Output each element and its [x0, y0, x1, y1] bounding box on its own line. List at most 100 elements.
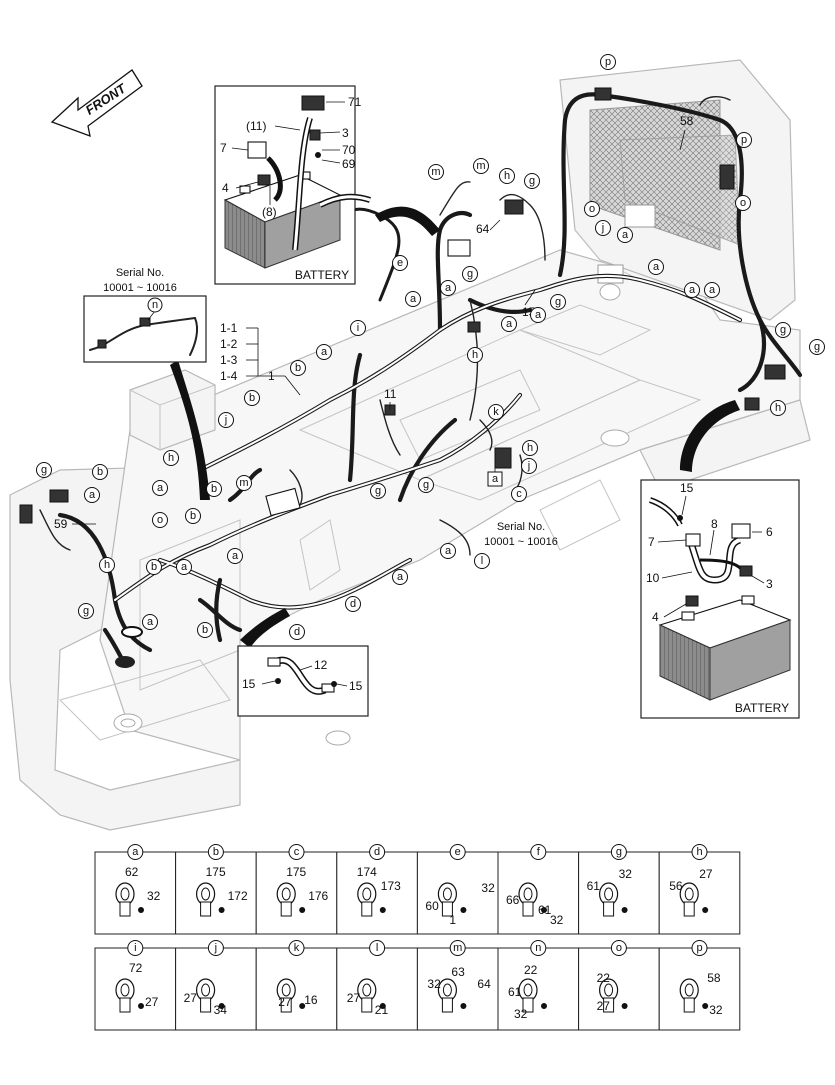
parts-cell-letter: d [374, 846, 380, 858]
callout-letter: a [410, 293, 417, 305]
battery-right-label-10: 10 [646, 571, 660, 585]
callout-circle [521, 458, 537, 474]
part-number-174: 174 [357, 865, 377, 879]
clamp-icon [679, 978, 709, 1013]
parts-cell-frame [497, 947, 580, 1031]
callout-circle [405, 291, 421, 307]
part-number-61: 61 [587, 879, 601, 893]
battery-top-label-70: 70 [342, 143, 356, 157]
callout-circle [511, 486, 527, 502]
callout-circle [316, 344, 332, 360]
callout-letter: a [535, 309, 542, 321]
callout-a-13: a [405, 291, 421, 307]
label-59: 59 [54, 517, 68, 531]
part-number-34: 34 [214, 1003, 228, 1017]
callout-letter: b [249, 392, 255, 404]
callout-circle [370, 483, 386, 499]
part-number-72: 72 [129, 961, 143, 975]
parts-cell-letter: j [214, 942, 217, 954]
parts-cell-frame [175, 851, 257, 935]
callout-circle [488, 404, 504, 420]
callout-circle [289, 624, 305, 640]
callout-e-10: e [392, 255, 408, 271]
serial-left-caption: Serial No. [116, 267, 164, 279]
parts-cell-frame [336, 851, 418, 935]
front-arrow: FRONT [50, 69, 143, 138]
part-number-61: 61 [538, 903, 552, 917]
battery-top-label-3: 3 [342, 126, 349, 140]
callout-letter: o [589, 203, 595, 215]
callout-a-43: a [440, 543, 456, 559]
parts-cell-callout [207, 844, 224, 860]
callout-letter: a [157, 482, 164, 494]
callout-letter: g [555, 296, 561, 308]
callout-m-3: m [428, 164, 444, 180]
parts-cell-callout [369, 940, 386, 956]
callout-letter: p [605, 56, 611, 68]
part-number-32: 32 [427, 977, 441, 991]
callout-circle [197, 622, 213, 638]
callout-letter: j [527, 460, 530, 472]
part-number-66: 66 [506, 893, 520, 907]
callout-circle [236, 475, 252, 491]
callout-letter: b [202, 624, 208, 636]
label-64: 64 [476, 222, 490, 236]
callout-circle [218, 412, 234, 428]
callout-n-serial-letter: n [152, 299, 158, 311]
callout-circle [735, 195, 751, 211]
callout-circle [704, 282, 720, 298]
clamp-icon [276, 882, 306, 917]
harness-ref-1: 1 [268, 369, 275, 383]
callout-a-9: a [617, 227, 633, 243]
callout-circle [176, 559, 192, 575]
parts-cell-frame [578, 947, 660, 1031]
callout-j-8: j [595, 220, 611, 236]
boxed-callout-a: a [492, 473, 499, 485]
callout-g-6: g [524, 173, 540, 189]
callout-letter: p [741, 134, 747, 146]
callout-d-50: d [345, 596, 361, 612]
harness-ref-1-4: 1-4 [220, 369, 238, 383]
callout-circle [473, 158, 489, 174]
parts-cell-callout [610, 844, 627, 860]
callout-circle [530, 307, 546, 323]
callout-b-26: b [244, 390, 260, 406]
callout-circle [440, 280, 456, 296]
callout-circle [499, 168, 515, 184]
parts-cell-letter: i [134, 942, 136, 954]
callout-a-49: a [176, 559, 192, 575]
callout-a-19: a [704, 282, 720, 298]
callout-a-36: a [84, 487, 100, 503]
callout-letter: a [181, 561, 188, 573]
callout-circle [163, 450, 179, 466]
callout-letter: b [211, 483, 217, 495]
callout-a-17: a [648, 259, 664, 275]
callout-k-28: k [488, 404, 504, 420]
callout-letter: a [689, 284, 696, 296]
callout-n-serial: n [147, 297, 163, 313]
battery-top-label-8: (8) [262, 205, 277, 219]
callout-circle [770, 400, 786, 416]
callout-letter: b [190, 510, 196, 522]
callout-circle [152, 512, 168, 528]
callout-g-51: g [78, 603, 94, 619]
battery-top-caption: BATTERY [295, 268, 349, 282]
callout-p-1: p [736, 132, 752, 148]
callout-letter: a [445, 282, 452, 294]
callout-circle [617, 227, 633, 243]
battery-top-label-11: (11) [246, 119, 266, 133]
callout-circle [775, 322, 791, 338]
part-number-175: 175 [206, 865, 226, 879]
parts-cell-letter: f [537, 846, 541, 858]
callout-o-37: o [152, 512, 168, 528]
callout-letter: m [431, 166, 440, 178]
battery-top-label-71: 71 [348, 95, 362, 109]
callout-h-46: h [99, 557, 115, 573]
part-number-27: 27 [145, 995, 159, 1009]
parts-cell-frame [416, 851, 499, 935]
callout-circle [584, 201, 600, 217]
parts-cell-callout [288, 844, 305, 860]
